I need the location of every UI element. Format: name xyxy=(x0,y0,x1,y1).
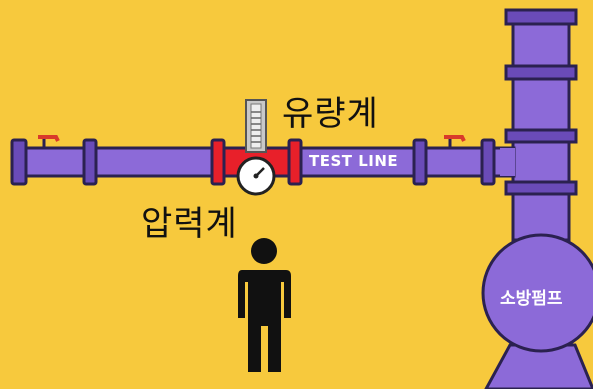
person-icon xyxy=(238,238,291,372)
valve-handle-icon xyxy=(444,135,466,148)
fire-pump-icon xyxy=(481,233,593,389)
valve-handle-icon xyxy=(38,135,60,148)
pressure-gauge-icon xyxy=(236,156,276,196)
flowmeter-label: 유량계 xyxy=(282,94,379,134)
pressure-gauge-label: 압력계 xyxy=(141,204,238,244)
vertical-riser-pipe xyxy=(504,8,578,242)
test-line-label: TEST LINE xyxy=(309,152,399,170)
flowmeter-icon xyxy=(245,99,267,153)
fire-pump-label: 소방펌프 xyxy=(500,289,563,309)
